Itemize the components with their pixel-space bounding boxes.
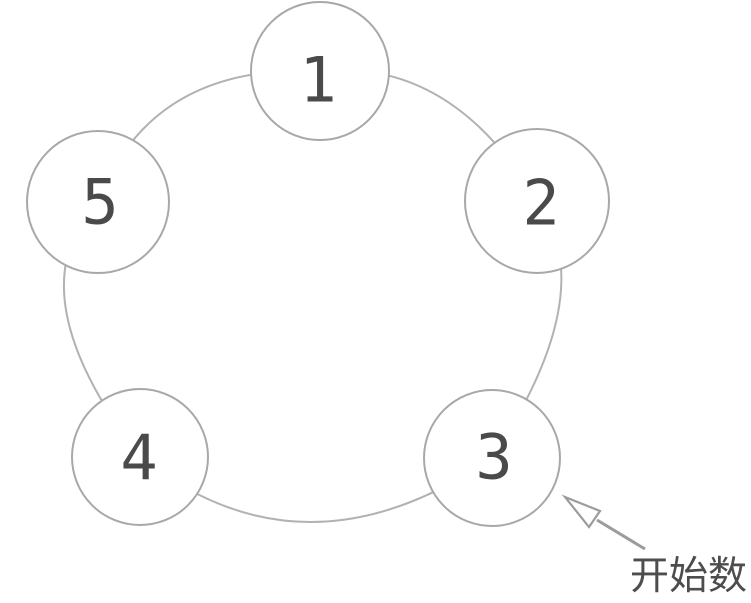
annotation-arrowhead-icon	[561, 494, 602, 529]
annotation-start-count-label: 开始数	[630, 555, 747, 598]
node-2-label: 2	[522, 167, 559, 240]
node-5-label: 5	[81, 166, 118, 239]
node-2: 2	[464, 128, 610, 274]
node-1-label: 1	[299, 44, 336, 117]
node-4: 4	[71, 388, 209, 526]
node-4-label: 4	[120, 422, 157, 495]
annotation-arrow-line	[596, 518, 646, 551]
node-4-circle	[71, 388, 209, 526]
node-1: 1	[250, 1, 390, 141]
node-3-label: 3	[475, 421, 512, 494]
annotation-arrow	[561, 494, 646, 551]
node-1-circle	[250, 1, 390, 141]
node-5: 5	[26, 130, 170, 274]
node-3: 3	[423, 389, 561, 527]
node-5-circle	[26, 130, 170, 274]
node-3-circle	[423, 389, 561, 527]
node-2-circle	[464, 128, 610, 274]
